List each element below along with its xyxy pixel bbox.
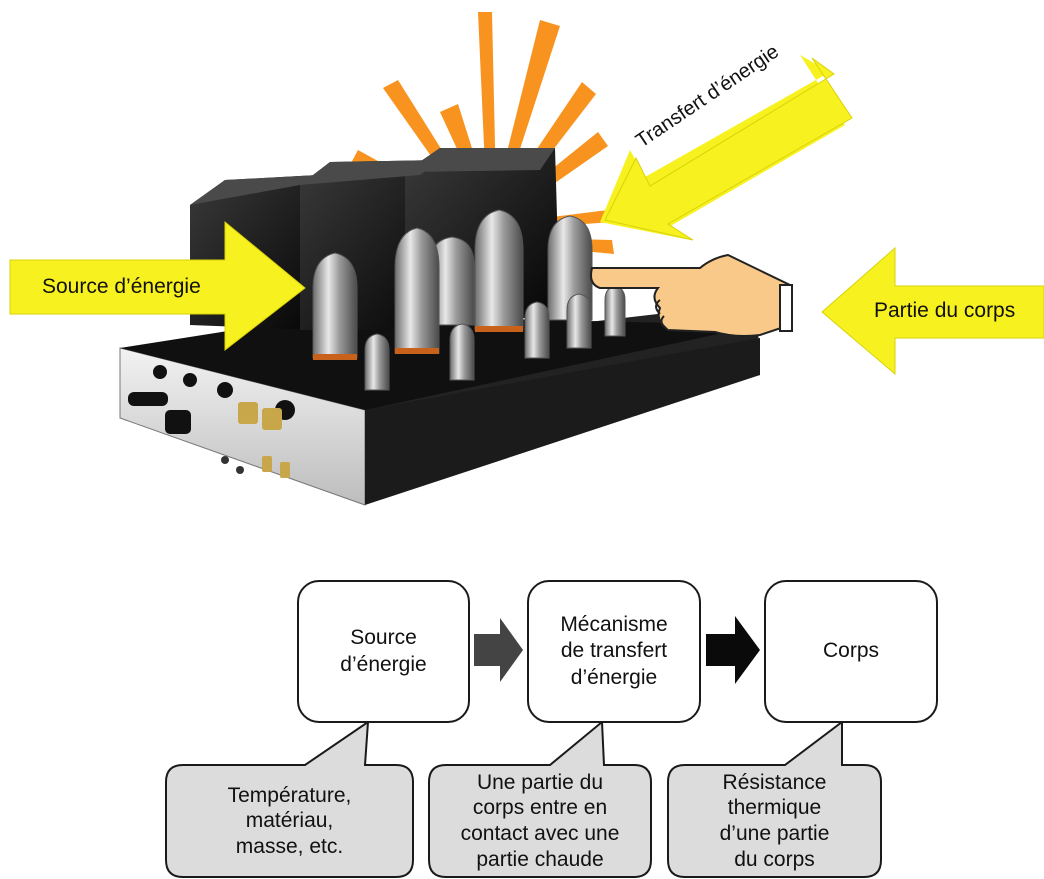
source-arrow [9,220,306,352]
body-arrow [821,246,1044,376]
illustration [9,12,1044,506]
flow-box-mechanism-label: Mécanisme de transfert d’énergie [560,613,668,689]
callout-1-text: Température, matériau, masse, etc. [166,765,413,877]
flow-box-body-label: Corps [822,639,880,663]
callout-3-label: Résistance thermique d’une partie du cor… [719,770,830,871]
callout-3-text: Résistance thermique d’une partie du cor… [668,765,881,877]
callout-2-label: Une partie du corps entre en contact ave… [460,770,620,871]
flow-box-source-label: Source d’énergie [340,626,427,676]
body-arrow-label: Partie du corps [874,299,1016,322]
vacuum-tubes [312,209,626,391]
flow-box-mechanism: Mécanisme de transfert d’énergie [527,580,701,723]
flow-box-body: Corps [764,580,938,723]
callout-3-shape [667,719,882,878]
callout-1-shape [165,720,414,878]
callout-1-label: Température, matériau, masse, etc. [227,783,352,858]
flow-arrow-1 [474,618,523,682]
flow-box-source: Source d’énergie [297,580,470,723]
source-arrow-label: Source d’énergie [42,275,201,298]
amplifier [119,312,760,506]
hand [590,253,793,337]
flow-arrow-2 [706,616,760,684]
callout-2-shape [428,719,652,878]
transfer-arrow [600,55,853,241]
callout-2-text: Une partie du corps entre en contact ave… [429,765,651,877]
